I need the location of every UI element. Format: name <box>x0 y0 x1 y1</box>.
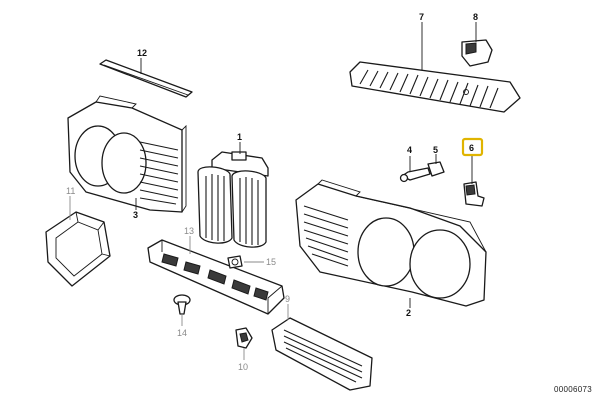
part-8-mounting-bracket[interactable] <box>461 39 493 67</box>
part-13-bottom-grille[interactable] <box>147 239 285 315</box>
part-1-kidney-grille[interactable] <box>197 151 269 248</box>
part-7-upper-grille-panel[interactable] <box>349 61 521 113</box>
diagram-id: 00006073 <box>554 385 592 394</box>
callout-12[interactable]: 12 <box>137 48 147 58</box>
callout-4[interactable]: 4 <box>407 145 412 155</box>
part-11-air-duct[interactable] <box>45 211 111 287</box>
callout-10[interactable]: 10 <box>238 362 248 372</box>
part-9-lower-side-grille[interactable] <box>271 317 373 391</box>
callout-9[interactable]: 9 <box>285 294 290 304</box>
part-2-right-headlight-frame[interactable] <box>295 179 487 307</box>
callout-6-highlighted[interactable]: 6 <box>461 137 484 157</box>
part-4-screw[interactable] <box>399 167 431 183</box>
part-3-left-headlight-frame[interactable] <box>67 95 187 213</box>
callout-15[interactable]: 15 <box>266 257 276 267</box>
part-10-bracket-clip[interactable] <box>235 327 253 349</box>
part-6-clip[interactable] <box>463 181 485 207</box>
callout-5[interactable]: 5 <box>433 145 438 155</box>
callout-2[interactable]: 2 <box>406 308 411 318</box>
part-14-push-rivet[interactable] <box>173 294 191 315</box>
callouts: 12 3 1 2 4 5 7 8 11 13 15 14 10 9 <box>66 12 478 372</box>
callout-1[interactable]: 1 <box>237 132 242 142</box>
highlight-box <box>461 137 484 157</box>
callout-8[interactable]: 8 <box>473 12 478 22</box>
callout-3[interactable]: 3 <box>133 210 138 220</box>
callout-14[interactable]: 14 <box>177 328 187 338</box>
callout-6[interactable]: 6 <box>469 143 474 153</box>
part-12-rubber-strip[interactable] <box>99 59 193 98</box>
callout-11[interactable]: 11 <box>66 186 75 196</box>
part-15-clip[interactable] <box>227 255 243 269</box>
leader-lines <box>69 22 477 360</box>
callout-13[interactable]: 13 <box>184 226 194 236</box>
callout-7[interactable]: 7 <box>419 12 424 22</box>
